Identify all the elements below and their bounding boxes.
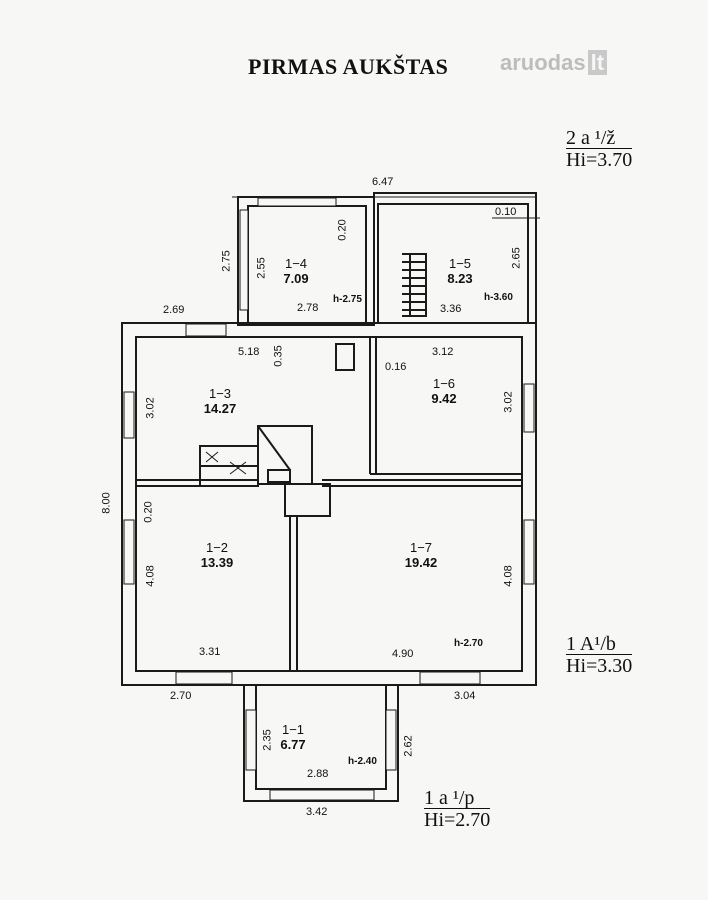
dim-r1-7-height: 4.08 xyxy=(502,565,515,587)
logo-name: aruodas xyxy=(500,50,586,75)
window-5 xyxy=(523,519,535,585)
height-1-1: h-2.40 xyxy=(348,756,377,767)
room-area: 9.42 xyxy=(431,391,457,406)
level-marker-top: 2 a ¹/ž Hi=3.70 xyxy=(566,127,633,171)
page-title: PIRMAS AUKŠTAS xyxy=(248,54,449,79)
window-9 xyxy=(257,197,337,207)
dim-r1-4-outer: 2.75 xyxy=(220,250,233,272)
room-area: 13.39 xyxy=(200,555,234,570)
room-area: 8.23 xyxy=(447,271,473,286)
dim-r1-3-height: 3.02 xyxy=(144,397,157,419)
window-2 xyxy=(123,391,135,439)
chimney xyxy=(284,483,331,517)
stove-cross-4 xyxy=(229,461,247,475)
window-8 xyxy=(239,209,249,311)
room-area: 6.77 xyxy=(280,737,306,752)
level-marker-bottom: 1 a ¹/p Hi=2.70 xyxy=(424,787,491,831)
window-1 xyxy=(185,323,227,337)
height-1-5: h-3.60 xyxy=(484,292,513,303)
window-3 xyxy=(123,519,135,585)
room-id: 1−4 xyxy=(284,256,308,271)
dim-r1-2-width: 3.31 xyxy=(199,646,221,658)
dim-top-left: 2.69 xyxy=(163,304,185,316)
dim-top-total: 6.47 xyxy=(372,176,394,188)
house-inner-wall xyxy=(135,336,523,672)
dim-r1-1-height: 2.35 xyxy=(261,729,274,751)
dim-r1-2-height: 4.08 xyxy=(144,565,157,587)
window-12 xyxy=(269,789,375,801)
room-id: 1−5 xyxy=(448,256,472,271)
staircase xyxy=(402,253,427,317)
level-code: 1 A¹/b xyxy=(566,633,616,655)
level-height: Hi=2.70 xyxy=(424,808,491,831)
dim-bottom-right: 3.04 xyxy=(454,690,476,702)
level-height: Hi=3.70 xyxy=(566,148,633,171)
room-id: 1−3 xyxy=(208,386,232,401)
room-area: 7.09 xyxy=(283,271,309,286)
room-id: 1−6 xyxy=(432,376,456,391)
dim-r1-5-wall: 0.10 xyxy=(495,206,517,218)
level-height: Hi=3.30 xyxy=(566,654,633,677)
level-marker-middle: 1 A¹/b Hi=3.30 xyxy=(566,633,633,677)
room-id: 1−1 xyxy=(281,722,305,737)
level-code: 2 a ¹/ž xyxy=(566,127,616,149)
window-11 xyxy=(385,709,397,771)
dim-bottom-left: 2.70 xyxy=(170,690,192,702)
dim-r1-1-width: 2.88 xyxy=(307,768,329,780)
dim-r1-1-side: 2.62 xyxy=(402,735,415,757)
dim-r1-6-width: 3.12 xyxy=(432,346,454,358)
logo-tld: lt xyxy=(587,50,608,75)
dim-r1-7-width: 4.90 xyxy=(392,648,414,660)
window-10 xyxy=(245,709,257,771)
dim-r1-4-wall: 0.20 xyxy=(336,219,349,241)
stove xyxy=(257,425,313,485)
room-area: 14.27 xyxy=(203,401,237,416)
dim-r1-5-side: 2.65 xyxy=(510,247,523,269)
height-1-4: h-2.75 xyxy=(333,294,362,305)
dim-r1-5-width: 3.36 xyxy=(440,303,462,315)
stove-inner xyxy=(267,469,291,483)
window-4 xyxy=(523,383,535,433)
room-id: 1−2 xyxy=(205,540,229,555)
dim-r1-3-width: 5.18 xyxy=(238,346,260,358)
dim-r1-1-outer: 3.42 xyxy=(306,806,328,818)
stove-cross-2 xyxy=(205,451,219,463)
dim-r1-6-height: 3.02 xyxy=(502,391,515,413)
dim-wall-020: 0.20 xyxy=(142,501,155,523)
window-6 xyxy=(175,671,233,685)
dim-wall-016: 0.16 xyxy=(385,361,407,373)
room-area: 19.42 xyxy=(404,555,438,570)
height-1-7: h-2.70 xyxy=(454,638,483,649)
room-id: 1−7 xyxy=(409,540,433,555)
stove-diagonal xyxy=(257,425,291,471)
level-code: 1 a ¹/p xyxy=(424,787,475,809)
veranda-right-inner xyxy=(377,203,529,324)
dim-total-height: 8.00 xyxy=(100,492,113,514)
dim-r1-4-inner: 2.55 xyxy=(255,257,268,279)
dim-r1-4-width: 2.78 xyxy=(297,302,319,314)
dim-wall-035: 0.35 xyxy=(272,345,285,367)
wash-basin xyxy=(335,343,355,371)
window-7 xyxy=(419,671,481,685)
